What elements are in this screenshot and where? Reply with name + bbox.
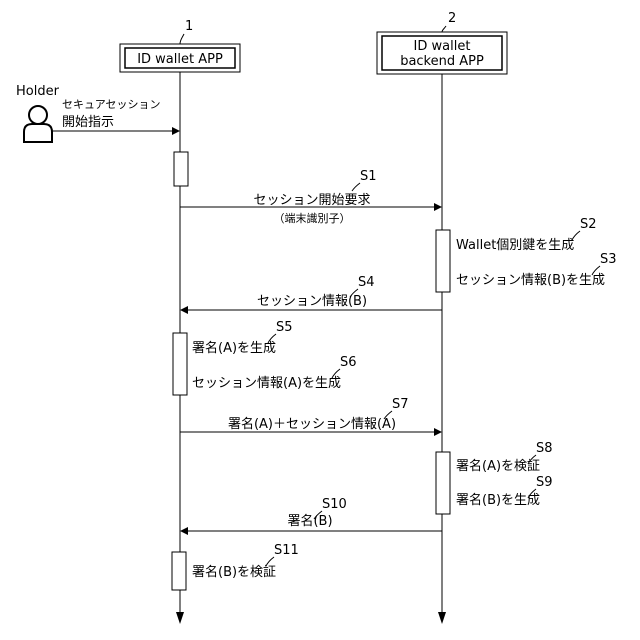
step-s2: S2 Wallet個別鍵を生成: [456, 217, 597, 253]
holder-actor: Holder セキュアセッション 開始指示: [16, 84, 180, 142]
participant-backend-label-line1: ID wallet: [414, 39, 471, 54]
participant-backend-label-line2: backend APP: [400, 54, 484, 69]
message-s7-arrowhead: [434, 428, 442, 436]
activation-app-2: [173, 333, 187, 395]
step-s3-id: S3: [600, 252, 617, 267]
step-s7-id: S7: [392, 397, 409, 412]
step-s8-label: 署名(A)を検証: [456, 458, 540, 474]
step-s7: S7 署名(A)＋セッション情報(A): [180, 397, 442, 436]
participant-app-leader: [180, 34, 184, 44]
step-s5-label: 署名(A)を生成: [192, 340, 276, 356]
step-s2-id: S2: [580, 217, 597, 232]
step-s6: S6 セッション情報(A)を生成: [192, 355, 357, 391]
holder-body-icon: [24, 124, 52, 142]
step-s5-id: S5: [276, 320, 293, 335]
step-s8: S8 署名(A)を検証: [456, 441, 553, 474]
step-s3-label: セッション情報(B)を生成: [456, 273, 605, 288]
step-s10: S10 署名(B): [180, 497, 442, 535]
step-s4-label: セッション情報(B): [257, 294, 367, 309]
step-s1-leader: [352, 183, 360, 191]
step-s1-label: セッション開始要求: [253, 193, 370, 208]
participant-backend: 2 ID wallet backend APP: [377, 11, 507, 74]
holder-instruction-line1: セキュアセッション: [62, 98, 161, 111]
step-s1-sublabel: （端末識別子）: [274, 211, 351, 225]
participant-app: 1 ID wallet APP: [120, 19, 240, 72]
step-s4: S4 セッション情報(B): [180, 275, 442, 314]
step-s3: S3 セッション情報(B)を生成: [456, 252, 617, 288]
participant-backend-leader: [442, 26, 446, 32]
step-s1-id: S1: [360, 169, 377, 184]
step-s11: S11 署名(B)を検証: [192, 543, 299, 580]
step-s11-id: S11: [274, 543, 299, 558]
lifeline-app-arrowhead: [176, 612, 184, 624]
step-s2-label: Wallet個別鍵を生成: [456, 237, 574, 253]
message-s10-arrowhead: [180, 527, 188, 535]
participant-backend-number: 2: [448, 11, 456, 26]
message-s1-arrowhead: [434, 203, 442, 211]
step-s11-label: 署名(B)を検証: [192, 564, 276, 580]
step-s6-label: セッション情報(A)を生成: [192, 376, 341, 391]
holder-label: Holder: [16, 84, 60, 99]
activation-app-3: [172, 552, 186, 590]
holder-head-icon: [29, 106, 47, 124]
step-s9: S9 署名(B)を生成: [456, 475, 553, 508]
step-s9-id: S9: [536, 475, 553, 490]
step-s6-id: S6: [340, 355, 357, 370]
step-s4-id: S4: [358, 275, 375, 290]
step-s10-id: S10: [322, 497, 347, 512]
activation-backend-1: [436, 230, 450, 292]
step-s8-id: S8: [536, 441, 553, 456]
step-s1: S1 セッション開始要求 （端末識別子）: [180, 169, 442, 225]
participant-app-label: ID wallet APP: [137, 52, 223, 67]
activation-backend-2: [436, 452, 450, 514]
step-s10-label: 署名(B): [287, 513, 332, 529]
step-s7-label: 署名(A)＋セッション情報(A): [228, 416, 396, 432]
step-s9-label: 署名(B)を生成: [456, 492, 540, 508]
message-s4-arrowhead: [180, 306, 188, 314]
activation-app-1: [174, 152, 188, 186]
holder-instruction-line2: 開始指示: [62, 115, 114, 130]
lifeline-backend-arrowhead: [438, 612, 446, 624]
step-s5: S5 署名(A)を生成: [192, 320, 293, 356]
participant-app-number: 1: [185, 19, 193, 34]
holder-instruction-arrowhead: [172, 127, 180, 135]
